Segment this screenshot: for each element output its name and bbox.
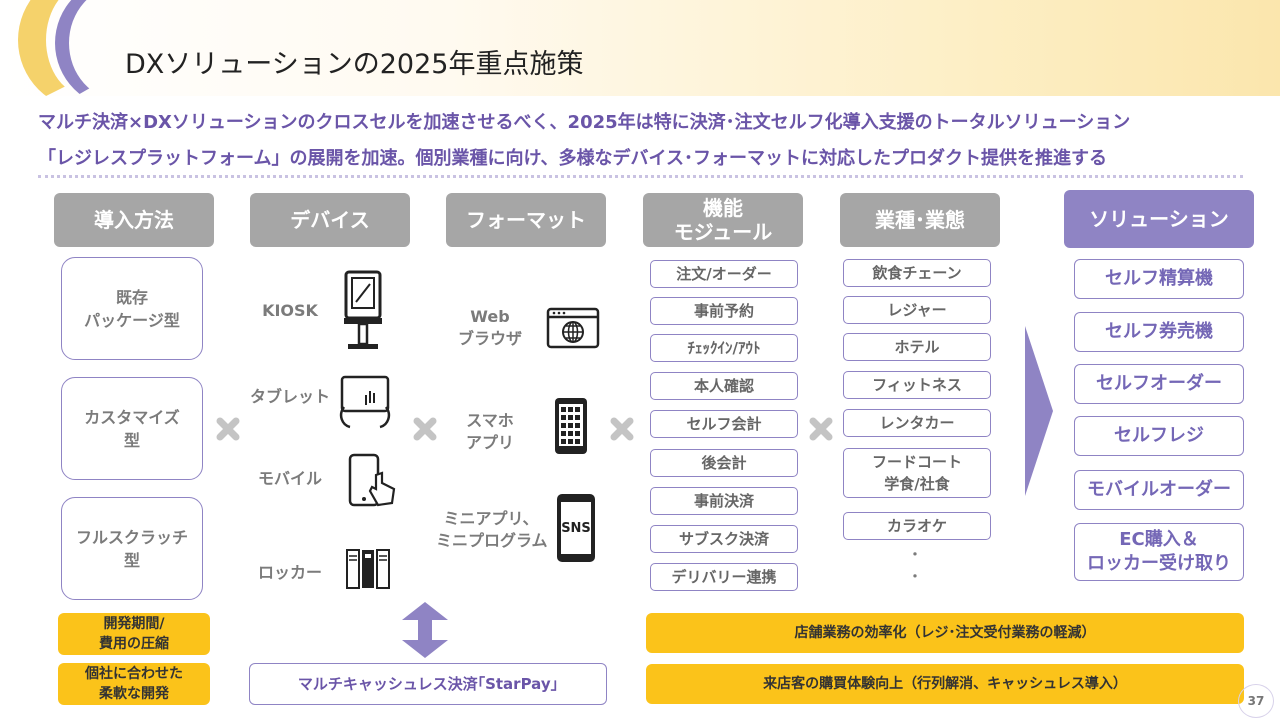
format-label-line1: ミニアプリ、 [443, 509, 539, 528]
starpay-box: マルチキャッシュレス決済｢StarPay｣ [249, 663, 607, 705]
mobile-icon [348, 453, 396, 507]
sns-phone-icon: SNS [557, 494, 595, 562]
format-label-mini-app: ミニアプリ、 ミニプログラム [436, 508, 548, 552]
intro-method-full-scratch: フルスクラッチ 型 [61, 497, 203, 600]
solution-item: モバイルオーダー [1074, 470, 1244, 510]
industry-line1: カラオケ [886, 517, 947, 535]
solution-line1: セルフ券売機 [1105, 321, 1213, 342]
industry-item: ホテル [843, 333, 991, 361]
industry-line1: フィットネス [872, 376, 962, 394]
header-devices: デバイス [250, 193, 410, 247]
benefit-flexible-development: 個社に合わせた 柔軟な開発 [58, 663, 210, 705]
page-number: 37 [1238, 684, 1274, 718]
benefit-customer-experience: 来店客の購買体験向上（行列解消、キャッシュレス導入） [646, 664, 1244, 704]
device-label-mobile: モバイル [257, 469, 322, 488]
tablet-icon [339, 375, 391, 429]
intro-method-line1: 既存 [115, 287, 148, 307]
format-label-line2: ブラウザ [457, 329, 522, 348]
module-item: 後会計 [650, 449, 798, 477]
header-introduction: 導入方法 [54, 193, 214, 247]
intro-method-line2: 型 [123, 430, 140, 450]
format-label-line2: アプリ [465, 433, 514, 452]
header-banner [0, 0, 1280, 96]
solution-item: セルフレジ [1074, 416, 1244, 456]
smartphone-app-icon [555, 398, 587, 454]
module-item: 事前予約 [650, 297, 798, 325]
module-item: 本人確認 [650, 372, 798, 400]
header-formats: フォーマット [446, 193, 606, 247]
industry-line1: ホテル [894, 338, 940, 356]
subtitle-line-1: マルチ決済×DXソリューションのクロスセルを加速させるべく、2025年は特に決済… [38, 112, 1131, 133]
module-item: サブスク決済 [650, 525, 798, 553]
header-solutions: ソリューション [1064, 190, 1254, 248]
industry-item: レジャー [843, 296, 991, 324]
industry-item: カラオケ [843, 512, 991, 540]
solution-line1: セルフオーダー [1096, 373, 1222, 394]
industry-line1: フードコート [871, 453, 962, 471]
industries-more-dot: ･ [910, 545, 919, 564]
industry-item: レンタカー [843, 409, 991, 437]
kiosk-icon [344, 270, 382, 349]
intro-method-existing-package: 既存 パッケージ型 [61, 257, 203, 360]
solution-line1: セルフ精算機 [1105, 268, 1213, 289]
device-label-kiosk: KIOSK [262, 301, 318, 320]
format-label-line1: Web [470, 307, 510, 326]
chevron-right-icon [1025, 326, 1053, 496]
industry-line1: 飲食チェーン [872, 264, 962, 282]
benefit-line2: 柔軟な開発 [99, 686, 169, 702]
benefit-line1: 個社に合わせた [85, 666, 183, 682]
web-browser-icon [546, 307, 600, 349]
double-arrow-icon [402, 602, 448, 658]
module-item: 注文/オーダー [650, 260, 798, 288]
industry-line1: レンタカー [879, 414, 955, 432]
industry-item: 飲食チェーン [843, 259, 991, 287]
format-label-line2: ミニプログラム [436, 531, 548, 550]
intro-method-line1: フルスクラッチ [75, 527, 188, 547]
benefit-line1: 開発期間/ [103, 616, 165, 632]
solution-line1: EC購入＆ [1119, 529, 1199, 550]
format-label-web: Web ブラウザ [440, 306, 540, 350]
solution-item: EC購入＆ ロッカー受け取り [1074, 523, 1244, 581]
sns-icon-label: SNS [561, 502, 591, 554]
solution-line2: ロッカー受け取り [1087, 553, 1231, 574]
format-label-line1: スマホ [466, 411, 514, 430]
benefit-line2: 費用の圧縮 [99, 636, 169, 652]
multiply-icon [610, 417, 634, 441]
header-modules: 機能 モジュール [643, 193, 803, 247]
industry-line1: レジャー [887, 301, 947, 319]
device-label-locker: ロッカー [257, 563, 322, 582]
page-title: DXソリューションの2025年重点施策 [125, 49, 584, 80]
locker-icon [346, 549, 390, 589]
solution-item: セルフ精算機 [1074, 259, 1244, 299]
benefit-cost-reduction: 開発期間/ 費用の圧縮 [58, 613, 210, 655]
solution-line1: セルフレジ [1114, 425, 1204, 446]
solution-item: セルフ券売機 [1074, 312, 1244, 352]
header-modules-line1: 機能 [703, 196, 743, 220]
intro-method-line2: パッケージ型 [84, 310, 180, 330]
industry-line2: 学食/社食 [884, 475, 950, 493]
multiply-icon [809, 417, 833, 441]
industry-item: フィットネス [843, 371, 991, 399]
industries-more-dot: ･ [910, 567, 919, 586]
intro-method-customize: カスタマイズ 型 [61, 377, 203, 480]
module-item: 事前決済 [650, 487, 798, 515]
intro-method-line1: カスタマイズ [84, 407, 180, 427]
device-label-tablet: タブレット [250, 387, 331, 406]
intro-method-line2: 型 [123, 550, 140, 570]
industry-item: フードコート学食/社食 [843, 448, 991, 498]
dotted-divider [38, 175, 1243, 178]
module-item: セルフ会計 [650, 410, 798, 438]
benefit-store-efficiency: 店舗業務の効率化（レジ･注文受付業務の軽減） [646, 613, 1244, 653]
multiply-icon [413, 417, 437, 441]
subtitle-line-2: 「レジレスプラットフォーム」の展開を加速。個別業種に向け、多様なデバイス･フォー… [38, 148, 1108, 169]
solution-item: セルフオーダー [1074, 364, 1244, 404]
format-label-smartphone-app: スマホ アプリ [440, 410, 540, 454]
header-industries: 業種･業態 [840, 193, 1000, 247]
module-item: ﾁｪｯｸｲﾝ/ｱｳﾄ [650, 334, 798, 362]
header-modules-line2: モジュール [673, 220, 773, 244]
solution-line1: モバイルオーダー [1087, 479, 1231, 500]
multiply-icon [216, 417, 240, 441]
module-item: デリバリー連携 [650, 563, 798, 591]
